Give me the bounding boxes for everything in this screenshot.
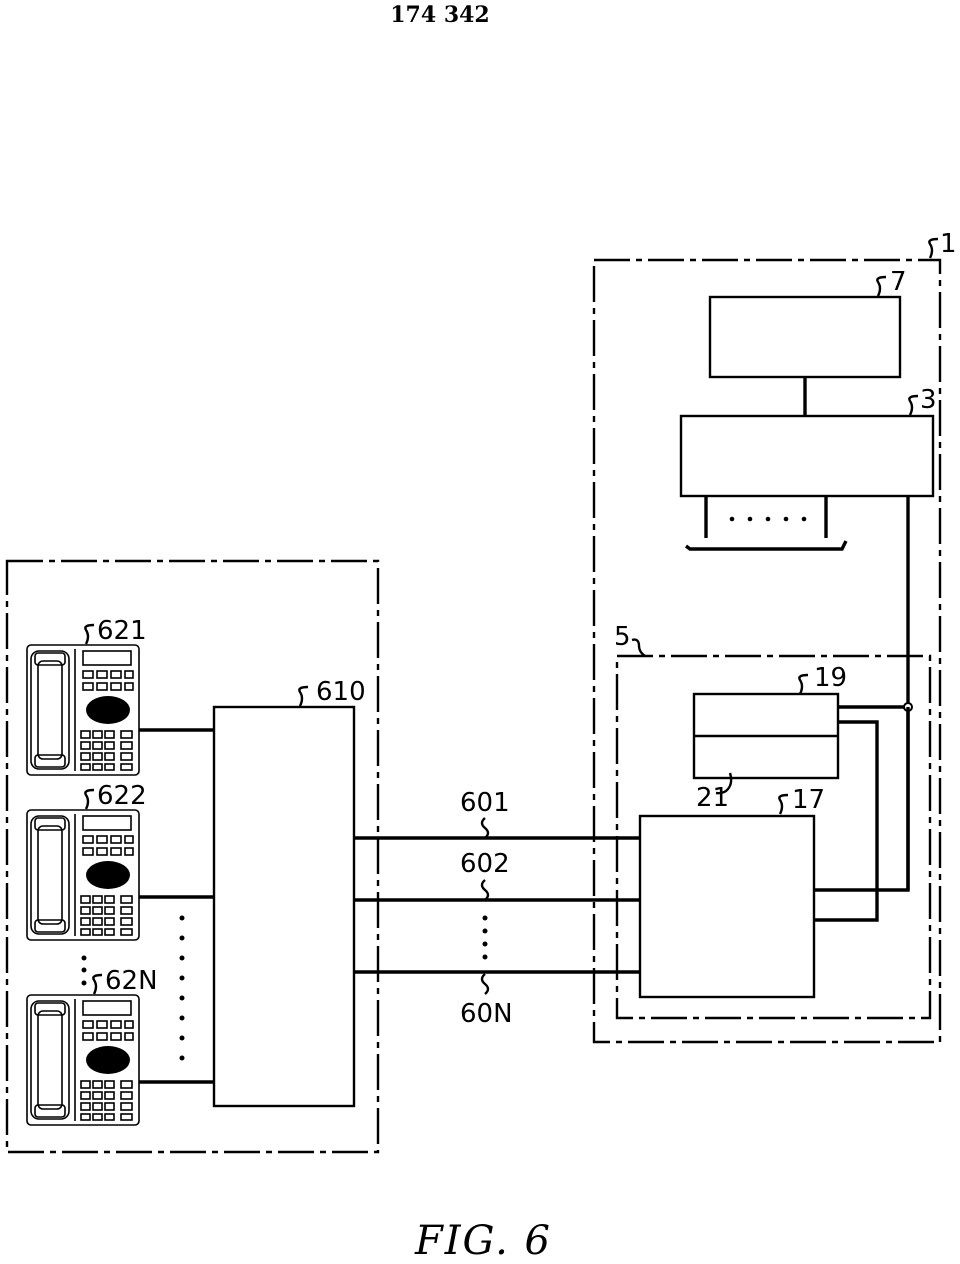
link-3-17 xyxy=(814,707,910,892)
phone-621-label: 621 xyxy=(97,616,147,646)
line-60N-label: 60N xyxy=(460,999,513,1029)
telephone-icon xyxy=(26,809,140,941)
switch-610-label: 610 xyxy=(316,677,366,707)
phone-622-leader xyxy=(84,788,95,810)
block-21-label: 21 xyxy=(696,783,729,813)
phone-622-label: 622 xyxy=(97,781,147,811)
telephone-icon xyxy=(26,644,140,776)
phone-621-leader xyxy=(84,623,95,645)
ellipsis-icon xyxy=(729,516,807,522)
switch-610-leader xyxy=(298,685,309,707)
system-1-leader xyxy=(928,237,939,259)
line-601-leader xyxy=(480,817,490,839)
block-19-label: 19 xyxy=(814,663,847,693)
port-bus xyxy=(684,540,848,551)
ellipsis-icon xyxy=(81,955,87,986)
block-21-leader xyxy=(715,772,733,795)
figure-caption: FIG. 6 xyxy=(415,1218,552,1264)
block-7-leader xyxy=(876,275,887,297)
telephone-icon xyxy=(26,994,140,1126)
block-19-leader xyxy=(798,673,809,695)
switch-610 xyxy=(212,705,356,1108)
phone-62N-label: 62N xyxy=(105,966,158,996)
line-60N-leader xyxy=(480,973,490,995)
unit-5-leader xyxy=(631,638,646,657)
block-3-label: 3 xyxy=(920,385,937,415)
ellipsis-icon xyxy=(179,915,185,1061)
ellipsis-icon xyxy=(482,915,488,960)
block-17 xyxy=(638,814,816,999)
block-3-leader xyxy=(908,394,919,416)
phone-62N-leader xyxy=(92,973,103,995)
unit-5-label: 5 xyxy=(614,622,631,652)
block-17-leader xyxy=(778,793,789,815)
link-19-17 xyxy=(814,720,879,922)
block-7-label: 7 xyxy=(890,267,907,297)
system-1-boundary xyxy=(592,258,942,1044)
line-601-label: 601 xyxy=(460,788,510,818)
line-602-label: 602 xyxy=(460,849,510,879)
system-1-label: 1 xyxy=(940,229,957,259)
document-number: 174 342 xyxy=(390,2,490,28)
block-17-label: 17 xyxy=(792,785,825,815)
terminal-group-boundary xyxy=(5,559,380,1154)
block-7 xyxy=(708,295,902,379)
block-3 xyxy=(679,414,935,498)
line-602-leader xyxy=(480,879,490,901)
